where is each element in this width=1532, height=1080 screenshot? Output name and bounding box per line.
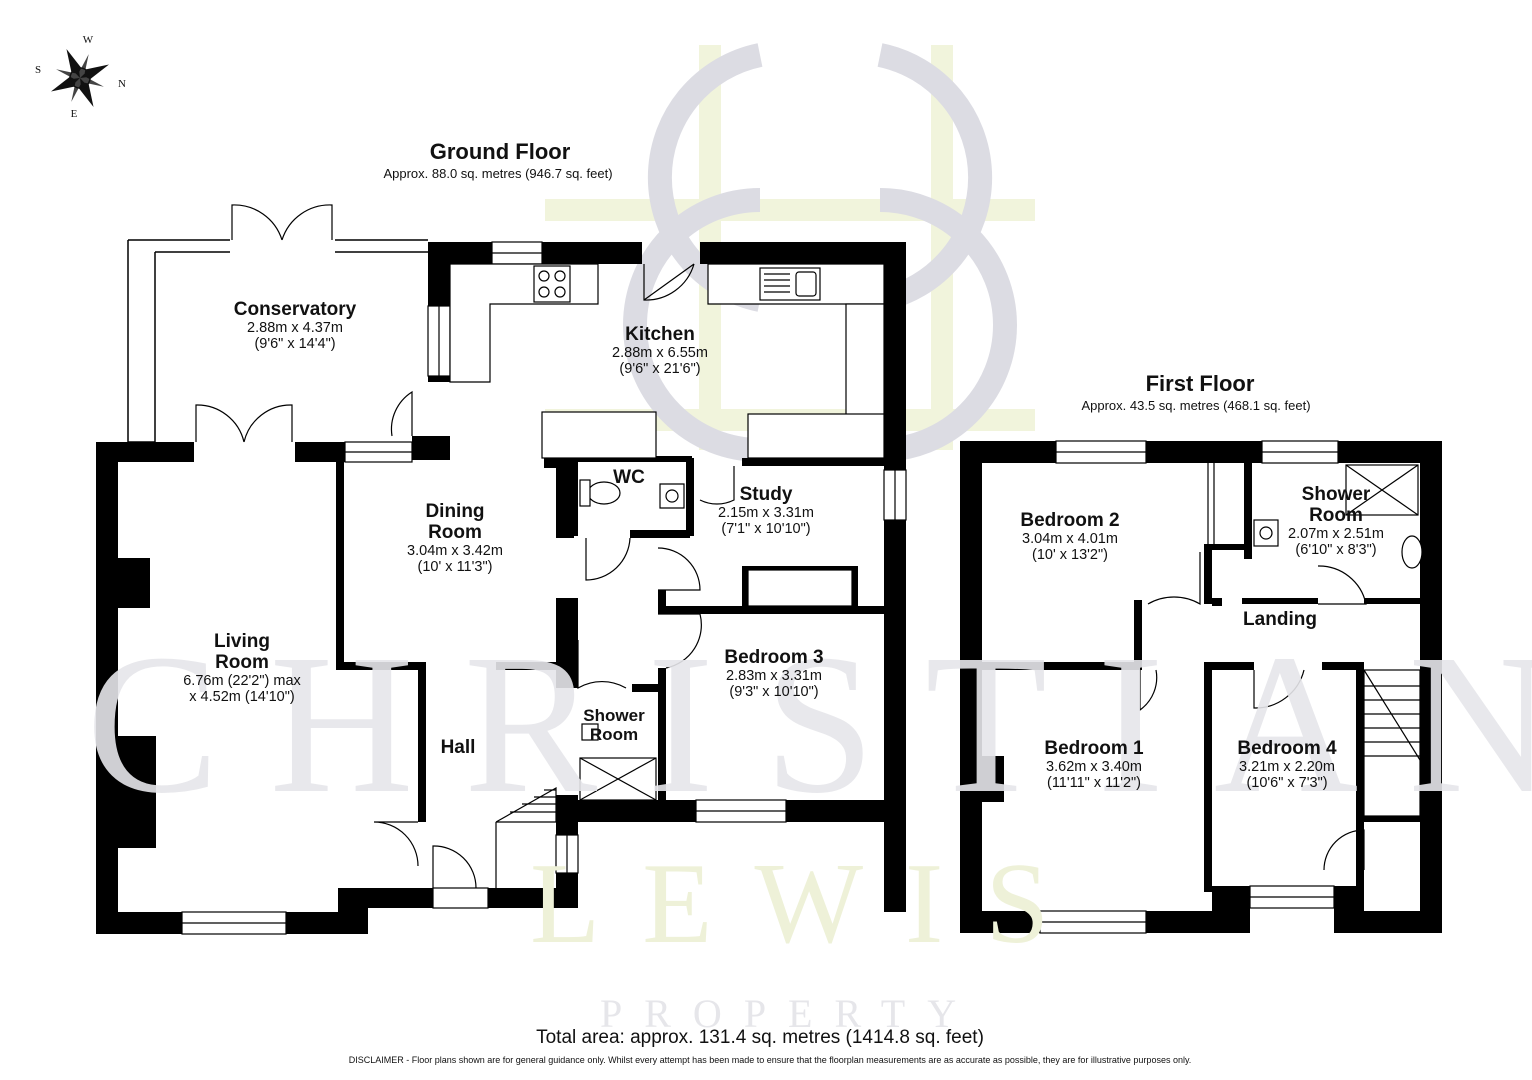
compass-s: S: [34, 64, 42, 76]
watermark-sub: LEWIS: [530, 840, 1092, 967]
room-kitchen: Kitchen 2.88m x 6.55m (9'6" x 21'6"): [612, 324, 708, 378]
room-dimensions-metric: 2.15m x 3.31m: [718, 504, 814, 521]
room-name: Landing: [1243, 609, 1317, 630]
room-dimensions-metric: 3.04m x 3.42m: [407, 542, 503, 559]
disclaimer: DISCLAIMER - Floor plans shown are for g…: [348, 1055, 1192, 1065]
room-dimensions-imperial: (9'3" x 10'10"): [729, 683, 819, 700]
room-dimensions-imperial: (9'6" x 14'4"): [254, 335, 336, 352]
room-name-line1: Dining: [425, 501, 485, 522]
total-area: Total area: approx. 131.4 sq. metres (14…: [536, 1027, 984, 1048]
ground-floor-fixtures: [449, 263, 885, 888]
room-name: Hall: [440, 737, 476, 758]
ground-floor-walls: [96, 239, 906, 934]
room-dimensions-imperial: x 4.52m (14'10"): [189, 688, 295, 705]
first-floor-windows: [1039, 440, 1339, 934]
room-landing: Landing: [1243, 609, 1317, 631]
room-dimensions-imperial: (10' x 13'2"): [1032, 546, 1108, 563]
watermark-name: CHRISTIAN: [86, 614, 1532, 835]
room-hall: Hall: [440, 737, 476, 759]
ground-floor-windows: [181, 241, 907, 935]
room-name-line2: Room: [428, 521, 482, 543]
first-floor-title: First Floor: [1145, 371, 1255, 396]
room-name: Bedroom 3: [724, 647, 824, 668]
room-name-line2: Room: [215, 651, 269, 673]
room-dimensions-metric: 3.62m x 3.40m: [1046, 758, 1142, 775]
room-bedroom-1: Bedroom 1 3.62m x 3.40m (11'11" x 11'2"): [1044, 738, 1144, 792]
first-floor-fixtures: [1253, 464, 1423, 817]
ground-floor-title: Ground Floor: [429, 139, 571, 164]
room-dimensions-metric: 2.88m x 6.55m: [612, 344, 708, 361]
room-dimensions-metric: 2.88m x 4.37m: [247, 319, 343, 336]
compass-w: W: [82, 34, 94, 46]
room-bedroom-2: Bedroom 2 3.04m x 4.01m (10' x 13'2"): [1020, 510, 1120, 564]
room-name: Bedroom 4: [1237, 738, 1337, 759]
room-bedroom-3: Bedroom 3 2.83m x 3.31m (9'3" x 10'10"): [724, 647, 824, 701]
ground-floor-area: Approx. 88.0 sq. metres (946.7 sq. feet): [383, 166, 613, 181]
room-shower-ground: Shower Room: [583, 706, 645, 744]
room-name: Conservatory: [233, 299, 357, 320]
room-name: Study: [739, 484, 793, 505]
room-name: Bedroom 1: [1044, 738, 1144, 759]
room-shower-first: Shower Room 2.07m x 2.51m (6'10" x 8'3"): [1288, 484, 1384, 559]
room-dimensions-imperial: (11'11" x 11'2"): [1046, 774, 1142, 791]
room-dimensions-imperial: (7'1" x 10'10"): [721, 520, 811, 537]
compass-e: E: [70, 108, 78, 120]
compass-rose-icon: [50, 48, 110, 108]
room-name-line2: Room: [589, 724, 639, 744]
room-name-line1: Shower: [583, 706, 645, 725]
first-floor-walls: [960, 441, 1442, 933]
room-dimensions-metric: 2.07m x 2.51m: [1288, 525, 1384, 542]
room-living: Living Room 6.76m (22'2") max x 4.52m (1…: [183, 631, 301, 706]
room-name-line1: Shower: [1301, 484, 1371, 505]
room-name: WC: [613, 467, 645, 488]
room-dimensions-metric: 2.83m x 3.31m: [726, 667, 822, 684]
room-study: Study 2.15m x 3.31m (7'1" x 10'10"): [718, 484, 814, 538]
room-dimensions-imperial: (10' x 11'3"): [417, 558, 493, 575]
room-wc: WC: [613, 467, 645, 489]
room-name-line2: Room: [1309, 504, 1363, 526]
room-dimensions-imperial: (9'6" x 21'6"): [619, 360, 701, 377]
room-name-line1: Living: [214, 631, 270, 652]
room-conservatory: Conservatory 2.88m x 4.37m (9'6" x 14'4"…: [233, 299, 357, 353]
room-name: Bedroom 2: [1020, 510, 1120, 531]
first-floor-doors: [1139, 463, 1367, 871]
first-floor-area: Approx. 43.5 sq. metres (468.1 sq. feet): [1081, 398, 1311, 413]
room-dimensions-imperial: (10'6" x 7'3"): [1246, 774, 1328, 791]
room-dining: Dining Room 3.04m x 3.42m (10' x 11'3"): [407, 501, 503, 576]
room-dimensions-metric: 6.76m (22'2") max: [183, 672, 301, 689]
ground-floor-doors: [195, 204, 735, 889]
room-bedroom-4: Bedroom 4 3.21m x 2.20m (10'6" x 7'3"): [1237, 738, 1337, 792]
room-dimensions-imperial: (6'10" x 8'3"): [1295, 541, 1377, 558]
room-dimensions-metric: 3.04m x 4.01m: [1022, 530, 1118, 547]
room-name: Kitchen: [625, 324, 695, 345]
watermark-tag: PROPERTY: [600, 991, 979, 1036]
room-dimensions-metric: 3.21m x 2.20m: [1239, 758, 1335, 775]
compass-n: N: [118, 78, 126, 90]
